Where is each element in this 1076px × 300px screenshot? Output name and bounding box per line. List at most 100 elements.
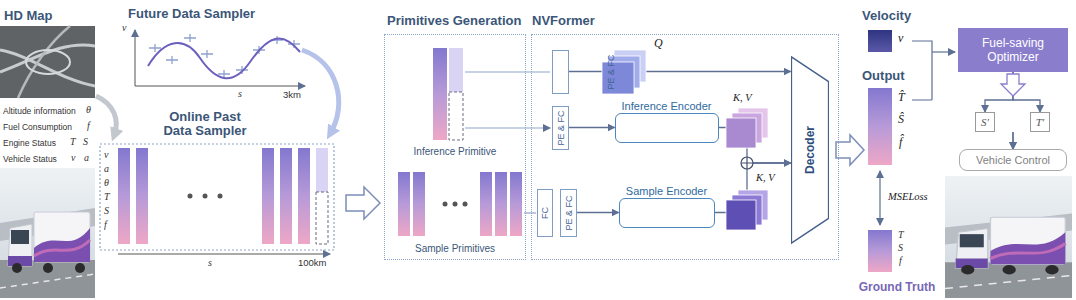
past-data-panel <box>118 254 330 255</box>
section-heading: Ground Truth <box>859 280 936 294</box>
symbol-label: a <box>84 152 89 163</box>
axis-label: 3km <box>283 89 301 100</box>
primitive-bars <box>398 48 550 236</box>
embedding-box: PE & FC <box>552 106 569 150</box>
node-text: Decoder <box>803 125 817 173</box>
symbol-label: Ŝ <box>898 112 904 127</box>
node-text: PE & FC <box>606 54 616 89</box>
encoder-box: Inference Encoder <box>615 113 719 143</box>
future-chart <box>149 34 300 78</box>
map-image <box>26 50 70 74</box>
node-text: Sample Encoder <box>626 185 707 197</box>
output-bars <box>879 171 880 225</box>
axis-label: 100km <box>298 257 327 268</box>
decoder-block: Decoder <box>791 55 829 245</box>
output-bars <box>932 51 955 52</box>
past-data-panel <box>218 194 223 199</box>
past-data-panel <box>262 148 274 244</box>
output-bars <box>868 230 892 272</box>
map-image <box>0 50 95 86</box>
future-chart <box>135 30 305 86</box>
symbol-label: a <box>104 163 109 174</box>
future-chart <box>148 39 300 79</box>
symbol-label: S <box>898 242 903 253</box>
symbol-label: T <box>898 229 904 240</box>
symbol-label: v <box>71 152 75 163</box>
section-heading: Future Data Sampler <box>128 6 255 21</box>
primitive-bars <box>449 92 463 140</box>
output-bars <box>868 30 892 52</box>
encoder-box: Sample Encoder <box>619 198 715 228</box>
flow-arrow <box>302 50 339 134</box>
primitive-bars <box>433 48 447 140</box>
truck-photo <box>0 168 95 298</box>
primitive-bars <box>463 202 468 207</box>
axis-label: s <box>208 257 212 268</box>
symbol-label: S <box>83 136 88 147</box>
command-box: T′ <box>1030 112 1050 132</box>
past-data-panel <box>136 148 148 244</box>
field-label: Fuel Consumption <box>3 122 72 132</box>
map-image <box>18 26 70 98</box>
symbol-label: T <box>104 191 110 202</box>
embedding-box: PE & FC <box>560 189 577 237</box>
control-box: Vehicle Control <box>959 149 1067 171</box>
past-data-panel <box>100 144 334 254</box>
primitive-label: Inference Primitive <box>414 146 497 157</box>
axis-label: v <box>122 22 126 33</box>
embedding-box: FC <box>537 189 553 237</box>
field-label: Engine Status <box>3 138 56 148</box>
node-text: Inference Encoder <box>622 100 712 112</box>
node-text: T′ <box>1036 116 1045 128</box>
section-heading: Output <box>862 68 905 83</box>
past-data-panel <box>316 148 328 192</box>
primitive-label: Sample Primitives <box>415 243 495 254</box>
flow-arrow <box>96 96 116 136</box>
primitive-bars <box>443 202 448 207</box>
tensor-stack <box>726 200 756 230</box>
node-text: S′ <box>981 116 989 128</box>
primitive-bars <box>510 172 522 236</box>
node-text: PE & FC <box>564 195 574 230</box>
symbol-label: T̂ <box>898 90 905 105</box>
group-box: Primitives Generation <box>384 34 526 260</box>
connector <box>569 127 615 128</box>
primitive-bars <box>398 172 410 236</box>
node-text: Fuel-saving Optimizer <box>967 36 1059 64</box>
add-symbol <box>741 157 753 169</box>
connector <box>577 212 619 213</box>
node-text: Vehicle Control <box>976 154 1050 166</box>
command-box: S′ <box>975 112 995 132</box>
field-label: Vehicle Status <box>3 154 57 164</box>
future-chart <box>135 30 136 86</box>
flow-arrow <box>346 187 380 219</box>
node-text: PE & FC <box>556 110 566 145</box>
primitive-bars <box>465 72 550 128</box>
add-symbol <box>741 157 753 169</box>
symbol-label: f̂ <box>899 135 902 150</box>
map-image <box>0 26 95 98</box>
symbol-label: θ <box>86 104 91 115</box>
past-data-panel <box>118 148 130 244</box>
node-text: FC <box>540 207 550 219</box>
primitive-bars <box>453 202 458 207</box>
past-data-panel <box>316 192 328 244</box>
connector <box>1012 132 1013 149</box>
field-label: Altitude information <box>3 106 76 116</box>
tensor-label: Q <box>654 36 663 51</box>
truck-photo <box>945 176 1072 298</box>
optimizer-box: Fuel-saving Optimizer <box>958 28 1068 72</box>
axis-label: s <box>238 88 242 99</box>
group-box: PE & FC PE & FC FC PE & FC Inference Encoder… <box>531 34 839 260</box>
tensor-stack <box>726 118 756 148</box>
output-bars <box>912 41 932 100</box>
section-heading: Velocity <box>862 8 911 23</box>
tensor-stack <box>602 50 768 230</box>
loss-label: MSELoss <box>888 191 928 202</box>
symbol-label: v <box>898 31 903 46</box>
section-heading: HD Map <box>4 8 52 23</box>
tensor-label: K, V <box>756 172 775 183</box>
